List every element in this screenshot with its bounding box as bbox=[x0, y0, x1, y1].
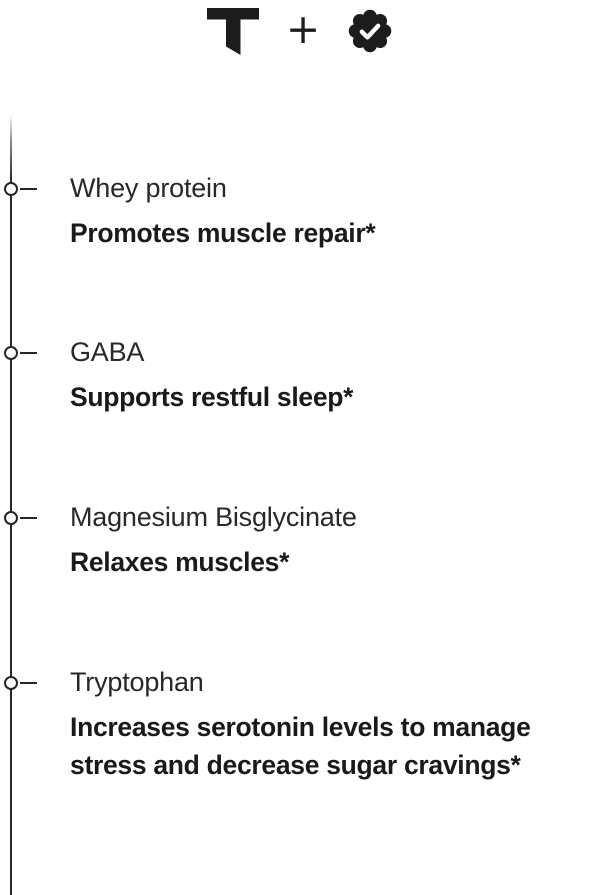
ingredient-name: GABA bbox=[70, 337, 145, 367]
timeline-tick bbox=[20, 351, 37, 354]
ingredient-benefit: Supports restful sleep* bbox=[70, 382, 354, 412]
timeline-tick bbox=[20, 187, 37, 190]
ingredient-name: Tryptophan bbox=[70, 667, 204, 697]
timeline-item: Whey protein Promotes muscle repair* bbox=[0, 171, 600, 252]
timeline-item: Magnesium Bisglycinate Relaxes muscles* bbox=[0, 500, 600, 581]
timeline-tick bbox=[20, 681, 37, 684]
verified-badge-icon bbox=[348, 9, 392, 53]
plus-icon: + bbox=[285, 4, 321, 53]
timeline-item: Tryptophan Increases serotonin levels to… bbox=[0, 665, 600, 784]
timeline-line bbox=[10, 114, 12, 895]
timeline-node-icon bbox=[4, 182, 18, 196]
timeline-node-icon bbox=[4, 511, 18, 525]
brand-t-logo-icon bbox=[206, 7, 259, 55]
timeline-node-icon bbox=[4, 676, 18, 690]
ingredient-name: Whey protein bbox=[70, 173, 227, 203]
timeline-item: GABA Supports restful sleep* bbox=[0, 335, 600, 416]
timeline-tick bbox=[20, 516, 37, 519]
timeline-node-icon bbox=[4, 346, 18, 360]
ingredient-name: Magnesium Bisglycinate bbox=[70, 502, 357, 532]
ingredient-benefit: Increases serotonin levels to manage str… bbox=[70, 712, 531, 780]
ingredient-benefit: Promotes muscle repair* bbox=[70, 218, 376, 248]
brand-lockup: + bbox=[0, 3, 600, 59]
ingredient-benefit: Relaxes muscles* bbox=[70, 547, 290, 577]
